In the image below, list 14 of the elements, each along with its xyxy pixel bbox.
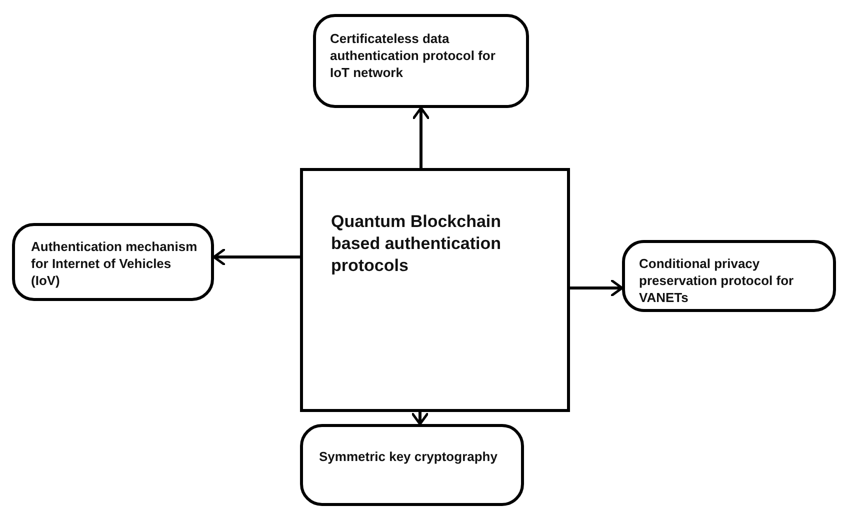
- node-text: Conditional privacy preservation protocol for VANETs: [639, 256, 795, 307]
- arrow: [412, 106, 430, 168]
- arrow: [410, 412, 430, 426]
- rounded-box: [313, 14, 529, 108]
- arrow: [570, 278, 624, 298]
- node-text: Quantum Blockchain based authentication protocols: [331, 211, 502, 278]
- rounded-box: [12, 223, 214, 301]
- arrow: [212, 248, 300, 266]
- node-text: Certificateless data authentication protocol for IoT network: [330, 31, 496, 82]
- rounded-box: [622, 240, 836, 312]
- rounded-box: [300, 424, 524, 506]
- node-text: Authentication mechanism for Internet of Vehicles (IoV): [31, 239, 198, 290]
- central-box: [300, 168, 570, 412]
- node-text: Symmetric key cryptography: [319, 449, 498, 466]
